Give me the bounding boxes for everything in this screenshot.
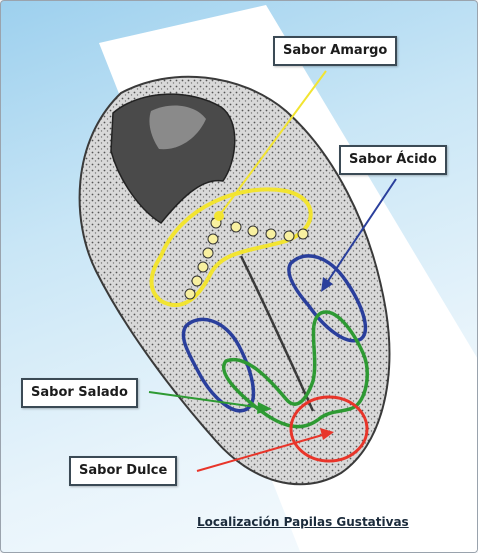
label-sabor-salado: Sabor Salado — [21, 378, 138, 408]
pointer-amargo-dot — [214, 211, 224, 221]
label-sabor-dulce: Sabor Dulce — [69, 456, 177, 486]
label-sabor-amargo: Sabor Amargo — [273, 36, 397, 66]
diagram-caption: Localización Papilas Gustativas — [197, 515, 409, 529]
label-sabor-acido: Sabor Ácido — [339, 145, 447, 175]
